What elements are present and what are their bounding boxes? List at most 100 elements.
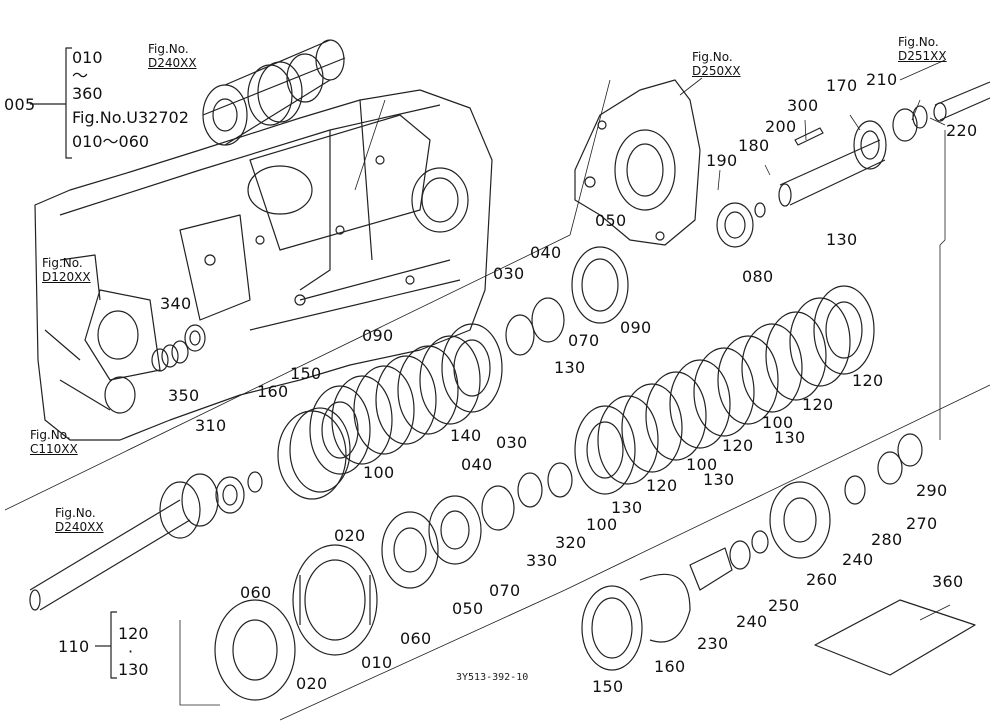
fig-ref-d251[interactable]: Fig.No. D251XX <box>898 35 947 63</box>
callout-090-right[interactable]: 090 <box>620 318 652 337</box>
clutch-drum <box>214 544 378 701</box>
fig-ref-label: Fig.No. <box>30 428 71 442</box>
figure-code: 3Y513-392-10 <box>456 672 529 683</box>
callout-100-d[interactable]: 100 <box>586 515 618 534</box>
seal-rings <box>151 324 206 372</box>
group-005-number: 005 <box>4 95 36 114</box>
upper-gear-cluster <box>202 39 346 146</box>
fig-ref-c110[interactable]: Fig.No. C110XX <box>30 428 78 456</box>
callout-020-upper[interactable]: 020 <box>334 526 366 545</box>
fig-ref-label: Fig.No. <box>42 256 83 270</box>
fig-ref-label: Fig.No. <box>55 506 96 520</box>
callout-030-lower[interactable]: 030 <box>496 433 528 452</box>
callout-320[interactable]: 320 <box>555 533 587 552</box>
callout-100-a[interactable]: 100 <box>762 413 794 432</box>
callout-070-upper[interactable]: 070 <box>568 331 600 350</box>
callout-040-lower[interactable]: 040 <box>461 455 493 474</box>
fig-ref-code: D240XX <box>55 520 104 534</box>
group-005-line: 010～060 <box>72 132 150 151</box>
leader-lines <box>4 59 991 721</box>
callout-280[interactable]: 280 <box>871 530 903 549</box>
callout-070-lower[interactable]: 070 <box>489 581 521 600</box>
callout-130-e[interactable]: 130 <box>611 498 643 517</box>
group-005-line: 360 <box>72 84 103 103</box>
fig-ref-d240-bottom[interactable]: Fig.No. D240XX <box>55 506 104 534</box>
callout-080[interactable]: 080 <box>742 267 774 286</box>
callout-290[interactable]: 290 <box>916 481 948 500</box>
callout-310[interactable]: 310 <box>195 416 227 435</box>
callout-130-d[interactable]: 130 <box>703 470 735 489</box>
callout-140[interactable]: 140 <box>450 426 482 445</box>
callout-120-c[interactable]: 120 <box>722 436 754 455</box>
input-shaft <box>29 410 347 611</box>
callout-190[interactable]: 190 <box>706 151 738 170</box>
callout-170[interactable]: 170 <box>826 76 858 95</box>
callout-230[interactable]: 230 <box>697 634 729 653</box>
lower-gear-260 <box>581 433 923 671</box>
group-110-line: 120 <box>118 624 149 643</box>
group-110-number: 110 <box>58 637 90 656</box>
group-005-line: 010 <box>72 48 103 67</box>
callout-120-a[interactable]: 120 <box>852 371 884 390</box>
callout-020-lower[interactable]: 020 <box>296 674 328 693</box>
fig-ref-d240-top[interactable]: Fig.No. D240XX <box>148 42 197 70</box>
callout-240-upper[interactable]: 240 <box>842 550 874 569</box>
fig-ref-label: Fig.No. <box>898 35 939 49</box>
callout-100-b[interactable]: 100 <box>363 463 395 482</box>
transmission-housing <box>34 89 493 441</box>
callout-270[interactable]: 270 <box>906 514 938 533</box>
callout-160-lower[interactable]: 160 <box>654 657 686 676</box>
callout-360[interactable]: 360 <box>932 572 964 591</box>
callout-060-upper[interactable]: 060 <box>240 583 272 602</box>
upper-clutch-pack <box>289 246 629 493</box>
fig-ref-label: Fig.No. <box>148 42 189 56</box>
fig-ref-label: Fig.No. <box>692 50 733 64</box>
fig-ref-code: D251XX <box>898 49 947 63</box>
callout-240-lower[interactable]: 240 <box>736 612 768 631</box>
callout-090-left[interactable]: 090 <box>362 326 394 345</box>
fig-ref-code: D120XX <box>42 270 91 284</box>
group-005-line: ～ <box>72 66 89 85</box>
callout-200[interactable]: 200 <box>765 117 797 136</box>
group-brackets <box>30 47 117 679</box>
fig-ref-code: C110XX <box>30 442 78 456</box>
callout-220[interactable]: 220 <box>946 121 978 140</box>
group-005-range: 010 ～ 360 Fig.No.U32702 010～060 <box>72 46 189 154</box>
callout-160-upper[interactable]: 160 <box>257 382 289 401</box>
group-110-line: · <box>128 642 134 661</box>
callout-010[interactable]: 010 <box>361 653 393 672</box>
group-110-range: 120 · 130 <box>118 622 149 682</box>
lower-clutch-pack <box>381 285 875 589</box>
callout-050-lower[interactable]: 050 <box>452 599 484 618</box>
callout-300[interactable]: 300 <box>787 96 819 115</box>
callout-130-b[interactable]: 130 <box>554 358 586 377</box>
callout-180[interactable]: 180 <box>738 136 770 155</box>
fig-ref-code: D240XX <box>148 56 197 70</box>
callout-340[interactable]: 340 <box>160 294 192 313</box>
fig-ref-d120[interactable]: Fig.No. D120XX <box>42 256 91 284</box>
instruction-sheet <box>814 599 976 676</box>
callout-120-b[interactable]: 120 <box>802 395 834 414</box>
callout-210[interactable]: 210 <box>866 70 898 89</box>
callout-120-d[interactable]: 120 <box>646 476 678 495</box>
callout-260[interactable]: 260 <box>806 570 838 589</box>
callout-130-c[interactable]: 130 <box>774 428 806 447</box>
callout-150-upper[interactable]: 150 <box>290 364 322 383</box>
callout-030-upper[interactable]: 030 <box>493 264 525 283</box>
rear-housing <box>574 79 701 246</box>
callout-350[interactable]: 350 <box>168 386 200 405</box>
shaft-170 <box>716 81 991 248</box>
callout-040-upper[interactable]: 040 <box>530 243 562 262</box>
callout-050-upper[interactable]: 050 <box>595 211 627 230</box>
callout-100-c[interactable]: 100 <box>686 455 718 474</box>
group-005-line: Fig.No.U32702 <box>72 108 189 127</box>
callout-150-lower[interactable]: 150 <box>592 677 624 696</box>
callout-250[interactable]: 250 <box>768 596 800 615</box>
callout-330[interactable]: 330 <box>526 551 558 570</box>
callout-130-a[interactable]: 130 <box>826 230 858 249</box>
callout-060-lower[interactable]: 060 <box>400 629 432 648</box>
fig-ref-d250[interactable]: Fig.No. D250XX <box>692 50 741 78</box>
fig-ref-code: D250XX <box>692 64 741 78</box>
